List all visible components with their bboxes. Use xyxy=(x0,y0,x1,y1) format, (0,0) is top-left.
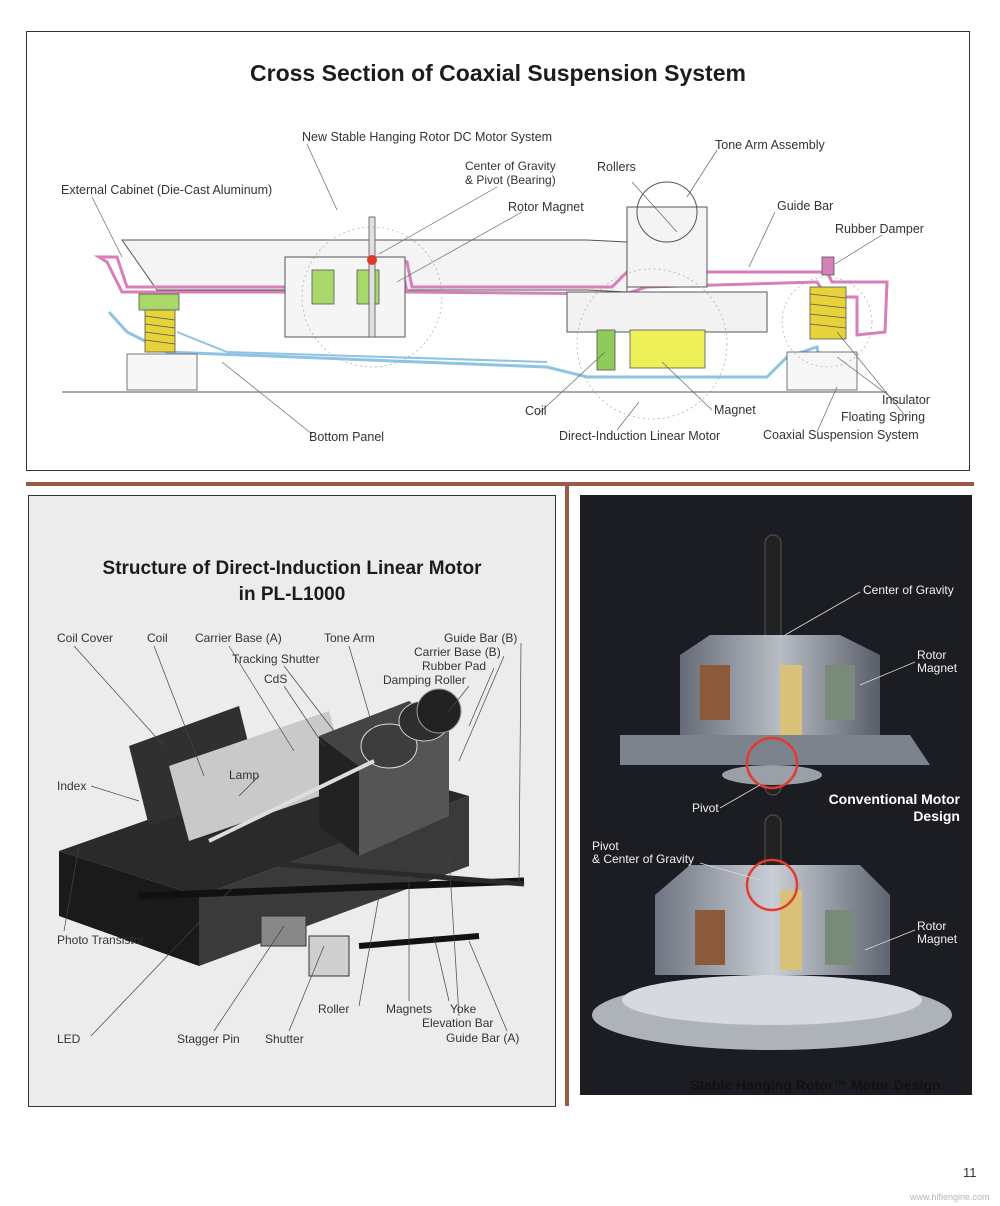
motor-photo-panel: Center of Gravity Rotor Magnet Pivot Con… xyxy=(580,495,972,1095)
label-insulator: Insulator xyxy=(882,393,930,407)
label-guide-bar-b: Guide Bar (B) xyxy=(444,631,518,645)
label-magnet: Magnet xyxy=(714,403,756,417)
linear-motor-title: Structure of Direct-Induction Linear Mot… xyxy=(29,556,555,608)
label-magnets: Magnets xyxy=(386,1002,433,1016)
linear-motor-panel: Structure of Direct-Induction Linear Mot… xyxy=(28,495,556,1107)
linear-motor-title-line1: Structure of Direct-Induction Linear Mot… xyxy=(102,558,482,579)
label-tone-arm: Tone Arm xyxy=(324,631,375,645)
label-coil: Coil xyxy=(147,631,168,645)
cross-section-panel: Cross Section of Coaxial Suspension Syst… xyxy=(26,31,970,471)
label-photo-rotor-magnet-1: Rotor Magnet xyxy=(917,648,958,675)
linear-motor-illustration xyxy=(59,642,525,1037)
label-rubber-damper: Rubber Damper xyxy=(835,222,924,236)
label-rotor-magnet: Rotor Magnet xyxy=(508,200,584,214)
cross-section-title: Cross Section of Coaxial Suspension Syst… xyxy=(250,60,746,86)
label-led: LED xyxy=(57,1032,81,1046)
label-carrier-base-b: Carrier Base (B) xyxy=(414,645,501,659)
horizontal-divider xyxy=(26,482,974,486)
linear-motor-title-line2: in PL-L1000 xyxy=(238,584,346,605)
label-guide-bar: Guide Bar xyxy=(777,199,834,213)
label-floating-spring: Floating Spring xyxy=(841,410,926,424)
label-yoke: Yoke xyxy=(450,1002,477,1016)
label-linear-motor: Direct-Induction Linear Motor xyxy=(559,429,721,443)
label-rubber-pad: Rubber Pad xyxy=(422,659,487,673)
motor-photo-caption: Stable Hanging Rotor™ Motor Design xyxy=(690,1077,941,1093)
label-photo-center-of-gravity: Center of Gravity xyxy=(863,583,954,597)
label-index: Index xyxy=(57,779,87,793)
label-damping-roller: Damping Roller xyxy=(383,673,466,687)
label-conventional-motor-design: Conventional Motor Design xyxy=(828,791,960,824)
label-elevation-bar: Elevation Bar xyxy=(422,1016,494,1030)
label-coil-cover: Coil Cover xyxy=(57,631,114,645)
label-roller: Roller xyxy=(318,1002,350,1016)
label-center-of-gravity: Center of Gravity & Pivot (Bearing) xyxy=(465,159,556,187)
label-stagger-pin: Stagger Pin xyxy=(177,1032,240,1046)
cross-section-diagram xyxy=(62,143,908,435)
label-shutter: Shutter xyxy=(265,1032,304,1046)
label-bottom-panel: Bottom Panel xyxy=(309,430,385,444)
label-guide-bar-a: Guide Bar (A) xyxy=(446,1031,520,1045)
label-external-cabinet: External Cabinet (Die-Cast Aluminum) xyxy=(61,183,273,197)
label-photo-pivot: Pivot xyxy=(692,801,719,815)
label-tracking-shutter: Tracking Shutter xyxy=(232,652,320,666)
label-coaxial-suspension: Coaxial Suspension System xyxy=(763,428,919,442)
label-photo-pivot-cog: Pivot & Center of Gravity xyxy=(592,839,695,866)
watermark: www.hifiengine.com xyxy=(910,1192,990,1202)
label-photo-transistor: Photo Transistor xyxy=(57,933,145,947)
label-motor-system: New Stable Hanging Rotor DC Motor System xyxy=(302,130,553,144)
page-number: 11 xyxy=(963,1165,977,1180)
label-cds: CdS xyxy=(264,672,288,686)
label-tone-arm-assembly: Tone Arm Assembly xyxy=(715,138,825,152)
motor-photo-illustration xyxy=(592,534,952,1050)
vertical-divider xyxy=(565,486,569,1106)
label-rollers: Rollers xyxy=(597,160,636,174)
label-coil: Coil xyxy=(525,404,547,418)
label-carrier-base-a: Carrier Base (A) xyxy=(195,631,282,645)
label-photo-rotor-magnet-2: Rotor Magnet xyxy=(917,919,958,946)
label-lamp: Lamp xyxy=(229,768,260,782)
